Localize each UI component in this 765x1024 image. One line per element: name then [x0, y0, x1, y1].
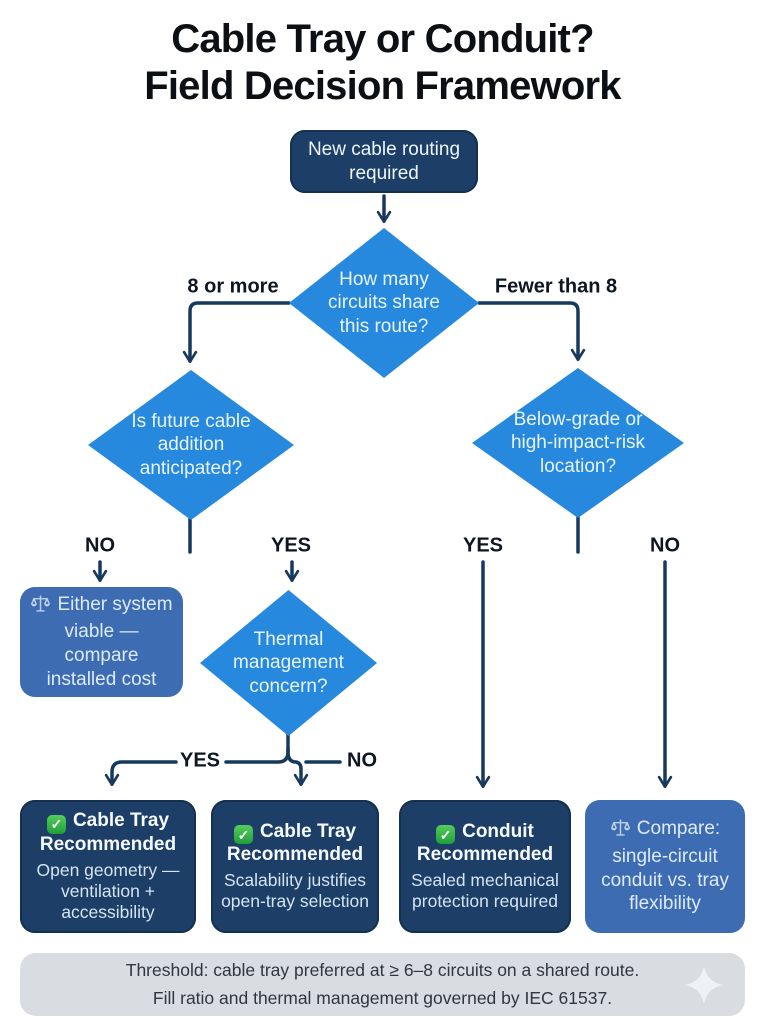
check-icon: ✓ — [233, 825, 253, 845]
start-node-label: New cable routing required — [307, 138, 461, 184]
outcome-compare-label: Compare: single-circuit conduit vs. tray… — [601, 818, 729, 915]
footer-note: Threshold: cable tray preferred at ≥ 6–8… — [20, 953, 745, 1016]
outcome-cable-tray-scale: ✓Cable Tray Recommended Scalability just… — [211, 800, 379, 933]
branch-label-future-yes: YES — [270, 534, 312, 557]
outcome-either-label: Either system viable — compare installed… — [46, 593, 173, 690]
outcome-conduit-title: Conduit Recommended — [416, 820, 554, 866]
outcome-compare: Compare: single-circuit conduit vs. tray… — [585, 800, 745, 933]
decision-future-addition: Is future cable addition anticipated? — [88, 370, 294, 520]
branch-label-fewer-than-8: Fewer than 8 — [494, 275, 618, 298]
arrow-circuits-right — [477, 301, 586, 362]
decision-location-risk: Below-grade or high-impact-risk location… — [472, 368, 684, 518]
branch-label-8-or-more: 8 or more — [187, 275, 279, 298]
start-node: New cable routing required — [290, 130, 478, 193]
branch-label-future-no: NO — [85, 534, 115, 557]
branch-label-location-yes: YES — [462, 534, 504, 557]
arrow-thermal-yes — [104, 760, 178, 787]
check-icon: ✓ — [46, 814, 66, 834]
decision-location-label: Below-grade or high-impact-risk location… — [510, 408, 646, 477]
outcome-conduit-body: Sealed mechanical protection required — [411, 870, 559, 912]
outcome-tray-scale-body: Scalability justifies open-tray selectio… — [221, 870, 369, 912]
line-thermal-yes-a — [224, 732, 290, 764]
decision-circuits: How many circuits share this route? — [289, 228, 479, 378]
outcome-cable-tray-open: ✓Cable Tray Recommended Open geometry — … — [20, 800, 196, 933]
outcome-tray-open-body: Open geometry — ventilation + accessibil… — [36, 859, 180, 922]
page-title: Cable Tray or Conduit? Field Decision Fr… — [0, 16, 765, 110]
decision-circuits-label: How many circuits share this route? — [328, 268, 440, 337]
footer-line1: Threshold: cable tray preferred at ≥ 6–8… — [125, 960, 640, 981]
decision-thermal-label: Thermal management concern? — [233, 628, 344, 697]
arrow-circuits-left — [182, 301, 291, 364]
outcome-either-system: Either system viable — compare installed… — [20, 587, 183, 697]
footer-line2: Fill ratio and thermal management govern… — [152, 987, 613, 1008]
decision-thermal: Thermal management concern? — [200, 590, 377, 736]
outcome-conduit: ✓Conduit Recommended Sealed mechanical p… — [399, 800, 571, 933]
check-icon: ✓ — [436, 825, 456, 845]
branch-label-thermal-no: NO — [347, 749, 377, 772]
page-title-line2: Field Decision Framework — [144, 63, 621, 108]
sparkle-icon — [685, 965, 723, 1004]
branch-label-location-no: NO — [650, 534, 680, 557]
balance-scale-icon — [610, 817, 631, 845]
arrow-thermal-no — [286, 746, 309, 787]
page-title-line1: Cable Tray or Conduit? — [171, 17, 594, 61]
outcome-tray-scale-title: Cable Tray Recommended — [226, 820, 364, 866]
decision-future-label: Is future cable addition anticipated? — [131, 410, 251, 479]
outcome-tray-open-title: Cable Tray Recommended — [39, 810, 177, 855]
branch-label-thermal-yes: YES — [179, 749, 221, 772]
balance-scale-icon — [30, 593, 51, 621]
